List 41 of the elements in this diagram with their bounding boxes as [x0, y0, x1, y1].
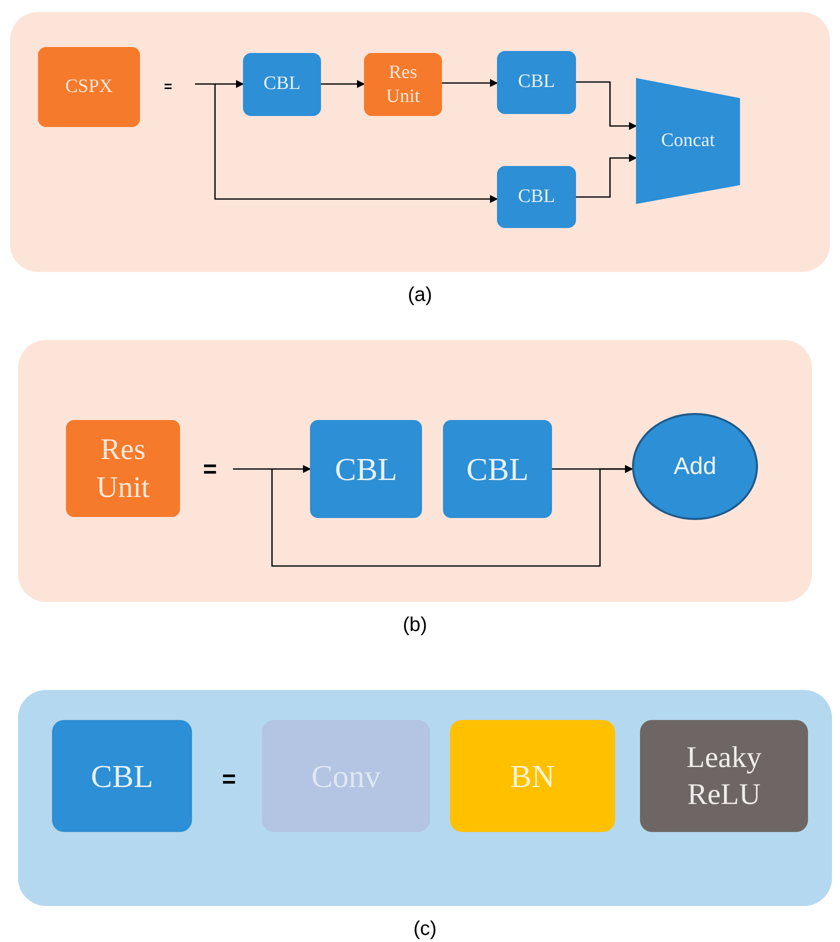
block-box	[52, 720, 192, 832]
block-label: CBL	[517, 70, 556, 94]
arrow	[271, 465, 633, 567]
panel-background	[10, 12, 830, 272]
block-label: CBL	[262, 72, 302, 96]
panel-caption: (c)	[412, 917, 438, 942]
block-label: CBL	[334, 450, 398, 489]
block-label: CSPX	[64, 74, 114, 99]
panel-caption: (b)	[402, 613, 428, 638]
arrow	[576, 154, 637, 198]
block-label: CBL	[517, 184, 556, 209]
block-box	[66, 420, 180, 517]
block-box	[450, 720, 615, 832]
block-box	[443, 420, 552, 518]
panel-background	[18, 690, 832, 906]
block-box	[310, 420, 422, 518]
equals-sign: =	[164, 77, 172, 96]
arrow	[442, 79, 498, 87]
block-label: Res Unit	[95, 432, 151, 506]
block-box	[497, 51, 576, 114]
panel-caption: (a)	[406, 283, 434, 308]
block-box	[640, 720, 808, 832]
block-label: BN	[509, 757, 556, 796]
block-label: CBL	[465, 450, 530, 489]
equals-sign: =	[222, 765, 236, 795]
arrow	[195, 80, 244, 88]
panel-background	[18, 340, 812, 602]
arrow	[576, 81, 637, 130]
arrow	[233, 465, 311, 473]
equals-sign: =	[203, 455, 218, 485]
block-label: CBL	[90, 757, 154, 796]
block-label: Add	[672, 452, 718, 482]
block-label: Res Unit	[385, 60, 421, 108]
block-box	[38, 47, 140, 127]
block-box	[497, 166, 576, 228]
block-box	[364, 53, 442, 116]
block-label: Leaky ReLU	[686, 740, 762, 813]
arrow	[321, 80, 365, 88]
block-label: Concat	[660, 128, 716, 153]
block-box	[243, 53, 321, 116]
arrow	[214, 84, 498, 203]
